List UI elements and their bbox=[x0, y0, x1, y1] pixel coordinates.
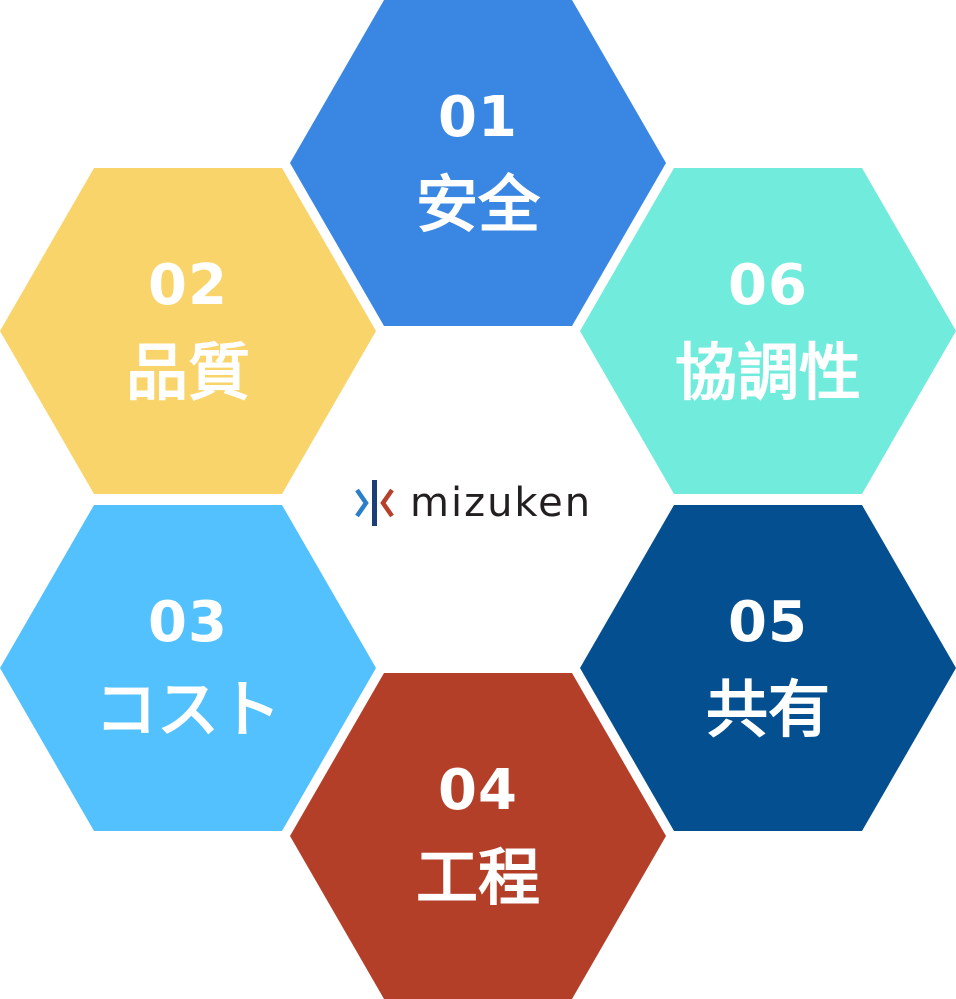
hexagon-number: 02 bbox=[148, 253, 228, 318]
hexagon-01-safety: 01 安全 bbox=[290, 0, 666, 326]
hexagon-label: 共有 bbox=[705, 673, 830, 746]
hexagon-04-schedule: 04 工程 bbox=[290, 673, 666, 999]
hexagon-label: 安全 bbox=[415, 168, 540, 241]
hexagon-number: 05 bbox=[728, 590, 808, 655]
hexagon-label: コスト bbox=[94, 673, 281, 746]
hexagon-number: 03 bbox=[148, 590, 228, 655]
hexagon-label: 協調性 bbox=[674, 336, 861, 409]
logo-center-bar bbox=[372, 480, 377, 526]
mizuken-logo: mizuken bbox=[354, 478, 592, 528]
logo-wordmark: mizuken bbox=[410, 480, 593, 526]
hexagon-number: 06 bbox=[728, 253, 808, 318]
hexagon-02-quality: 02 品質 bbox=[0, 168, 376, 494]
hexagon-label: 工程 bbox=[415, 841, 540, 914]
logo-right-chevron bbox=[380, 488, 394, 518]
hexagon-label: 品質 bbox=[125, 336, 250, 409]
hexagon-number: 04 bbox=[438, 758, 518, 823]
logo-left-chevron bbox=[355, 488, 369, 518]
hexagon-05-sharing: 05 共有 bbox=[580, 505, 956, 831]
mizuken-mark-icon bbox=[355, 480, 394, 526]
hexagon-03-cost: 03 コスト bbox=[0, 505, 376, 831]
hexagon-number: 01 bbox=[438, 85, 518, 150]
hexagon-06-cooperation: 06 協調性 bbox=[580, 168, 956, 494]
